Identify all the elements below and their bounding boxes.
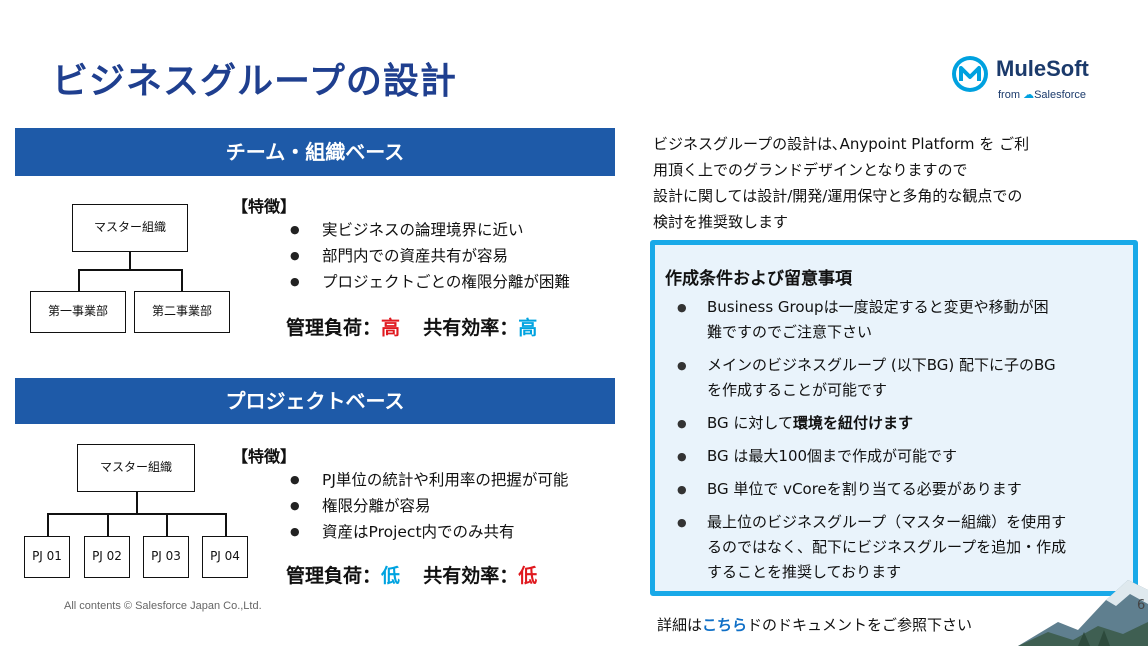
metric-load-value: 低: [381, 565, 401, 587]
project-connector: [47, 513, 49, 536]
condition-line: を作成することが可能です: [707, 381, 888, 399]
list-item: BG 単位で vCoreを割り当てる必要があります: [677, 477, 1127, 502]
intro-line: 検討を推奨致します: [653, 213, 789, 231]
page-title: ビジネスグループの設計: [52, 61, 457, 102]
project-metric: 管理負荷：低 共有効率：低: [286, 561, 537, 588]
team-band: チーム・組織ベース: [15, 128, 615, 176]
condition-prefix: BG に対して: [707, 414, 793, 432]
team-features-title: 【特徴】: [232, 197, 297, 216]
mulesoft-icon: [952, 56, 988, 92]
detail-suffix: ドのドキュメントをご参照下さい: [747, 616, 973, 634]
mountain-illustration: [1018, 580, 1148, 646]
project-connector: [166, 513, 168, 536]
list-item: メインのビジネスグループ (以下BG) 配下に子のBG を作成することが可能です: [677, 353, 1127, 403]
project-band: プロジェクトベース: [15, 378, 615, 424]
condition-line: メインのビジネスグループ (以下BG) 配下に子のBG: [707, 356, 1056, 374]
metric-load-label: 管理負荷：: [286, 317, 382, 339]
mulesoft-logo: MuleSoft from ☁Salesforce: [950, 54, 1100, 104]
list-item: Business Groupは一度設定すると変更や移動が困 難ですのでご注意下さ…: [677, 295, 1127, 345]
list-item: 資産はProject内でのみ共有: [290, 519, 568, 545]
project-connector: [47, 513, 225, 515]
team-connector: [129, 252, 131, 270]
metric-share-value: 高: [518, 317, 538, 339]
team-connector: [78, 269, 80, 291]
condition-line: るのではなく、配下にビジネスグループを追加・作成: [707, 538, 1067, 556]
project-child-box: PJ 03: [143, 536, 189, 578]
list-item: BG に対して環境を紐付けます: [677, 411, 1127, 436]
condition-line: BG に対して環境を紐付けます: [707, 411, 1127, 436]
conditions-list: Business Groupは一度設定すると変更や移動が困 難ですのでご注意下さ…: [677, 295, 1127, 593]
metric-share-label: 共有効率：: [423, 565, 519, 587]
project-features-title: 【特徴】: [232, 447, 297, 466]
project-connector: [136, 492, 138, 514]
list-item: プロジェクトごとの権限分離が困難: [290, 269, 570, 295]
salesforce-cloud-icon: ☁: [1023, 89, 1035, 101]
team-metric: 管理負荷：高 共有効率：高: [286, 313, 537, 340]
condition-line: 最上位のビジネスグループ（マスター組織）を使用す: [707, 513, 1067, 531]
project-child-box: PJ 01: [24, 536, 70, 578]
condition-line: BG 単位で vCoreを割り当てる必要があります: [707, 480, 1022, 498]
docs-link[interactable]: こちら: [702, 616, 748, 634]
team-connector: [181, 269, 183, 291]
metric-share-value: 低: [518, 565, 538, 587]
copyright-footer: All contents © Salesforce Japan Co.,Ltd.: [64, 600, 262, 612]
detail-text: 詳細はこちらドのドキュメントをご参照下さい: [657, 614, 972, 635]
project-root-box: マスター組織: [77, 444, 195, 492]
condition-line: 難ですのでご注意下さい: [707, 323, 873, 341]
list-item: 最上位のビジネスグループ（マスター組織）を使用す るのではなく、配下にビジネスグ…: [677, 510, 1127, 585]
team-connector: [78, 269, 182, 271]
intro-line: 用頂く上でのグランドデザインとなりますので: [653, 161, 968, 179]
list-item: 部門内での資産共有が容易: [290, 243, 570, 269]
intro-line: ビジネスグループの設計は､Anypoint Platform を ご利: [653, 135, 1030, 153]
conditions-title: 作成条件および留意事項: [665, 269, 852, 289]
team-child-box: 第二事業部: [134, 291, 230, 333]
condition-line: Business Groupは一度設定すると変更や移動が困: [707, 298, 1049, 316]
list-item: 権限分離が容易: [290, 493, 568, 519]
condition-emphasis: 環境を紐付けます: [792, 414, 913, 432]
page-number: 6: [1137, 598, 1146, 613]
logo-sub: from ☁Salesforce: [998, 88, 1086, 101]
list-item: 実ビジネスの論理境界に近い: [290, 217, 570, 243]
metric-share-label: 共有効率：: [423, 317, 519, 339]
intro-line: 設計に関しては設計/開発/運用保守と多角的な観点での: [653, 187, 1023, 205]
metric-load-label: 管理負荷：: [286, 565, 382, 587]
conditions-panel: 作成条件および留意事項 Business Groupは一度設定すると変更や移動が…: [650, 240, 1138, 596]
project-child-box: PJ 02: [84, 536, 130, 578]
list-item: BG は最大100個まで作成が可能です: [677, 444, 1127, 469]
logo-sub-brand: Salesforce: [1034, 89, 1087, 101]
metric-load-value: 高: [381, 317, 401, 339]
project-child-box: PJ 04: [202, 536, 248, 578]
team-root-box: マスター組織: [72, 204, 188, 252]
team-features-list: 実ビジネスの論理境界に近い 部門内での資産共有が容易 プロジェクトごとの権限分離…: [290, 217, 570, 295]
detail-prefix: 詳細は: [657, 616, 703, 634]
project-features-list: PJ単位の統計や利用率の把握が可能 権限分離が容易 資産はProject内でのみ…: [290, 467, 568, 545]
project-connector: [107, 513, 109, 536]
list-item: PJ単位の統計や利用率の把握が可能: [290, 467, 568, 493]
logo-name: MuleSoft: [996, 56, 1089, 81]
team-child-box: 第一事業部: [30, 291, 126, 333]
logo-sub-prefix: from: [998, 89, 1020, 101]
condition-line: BG は最大100個まで作成が可能です: [707, 447, 958, 465]
intro-text: ビジネスグループの設計は､Anypoint Platform を ご利 用頂く上…: [653, 131, 1123, 235]
condition-line: することを推奨しております: [707, 563, 902, 581]
project-connector: [225, 513, 227, 536]
